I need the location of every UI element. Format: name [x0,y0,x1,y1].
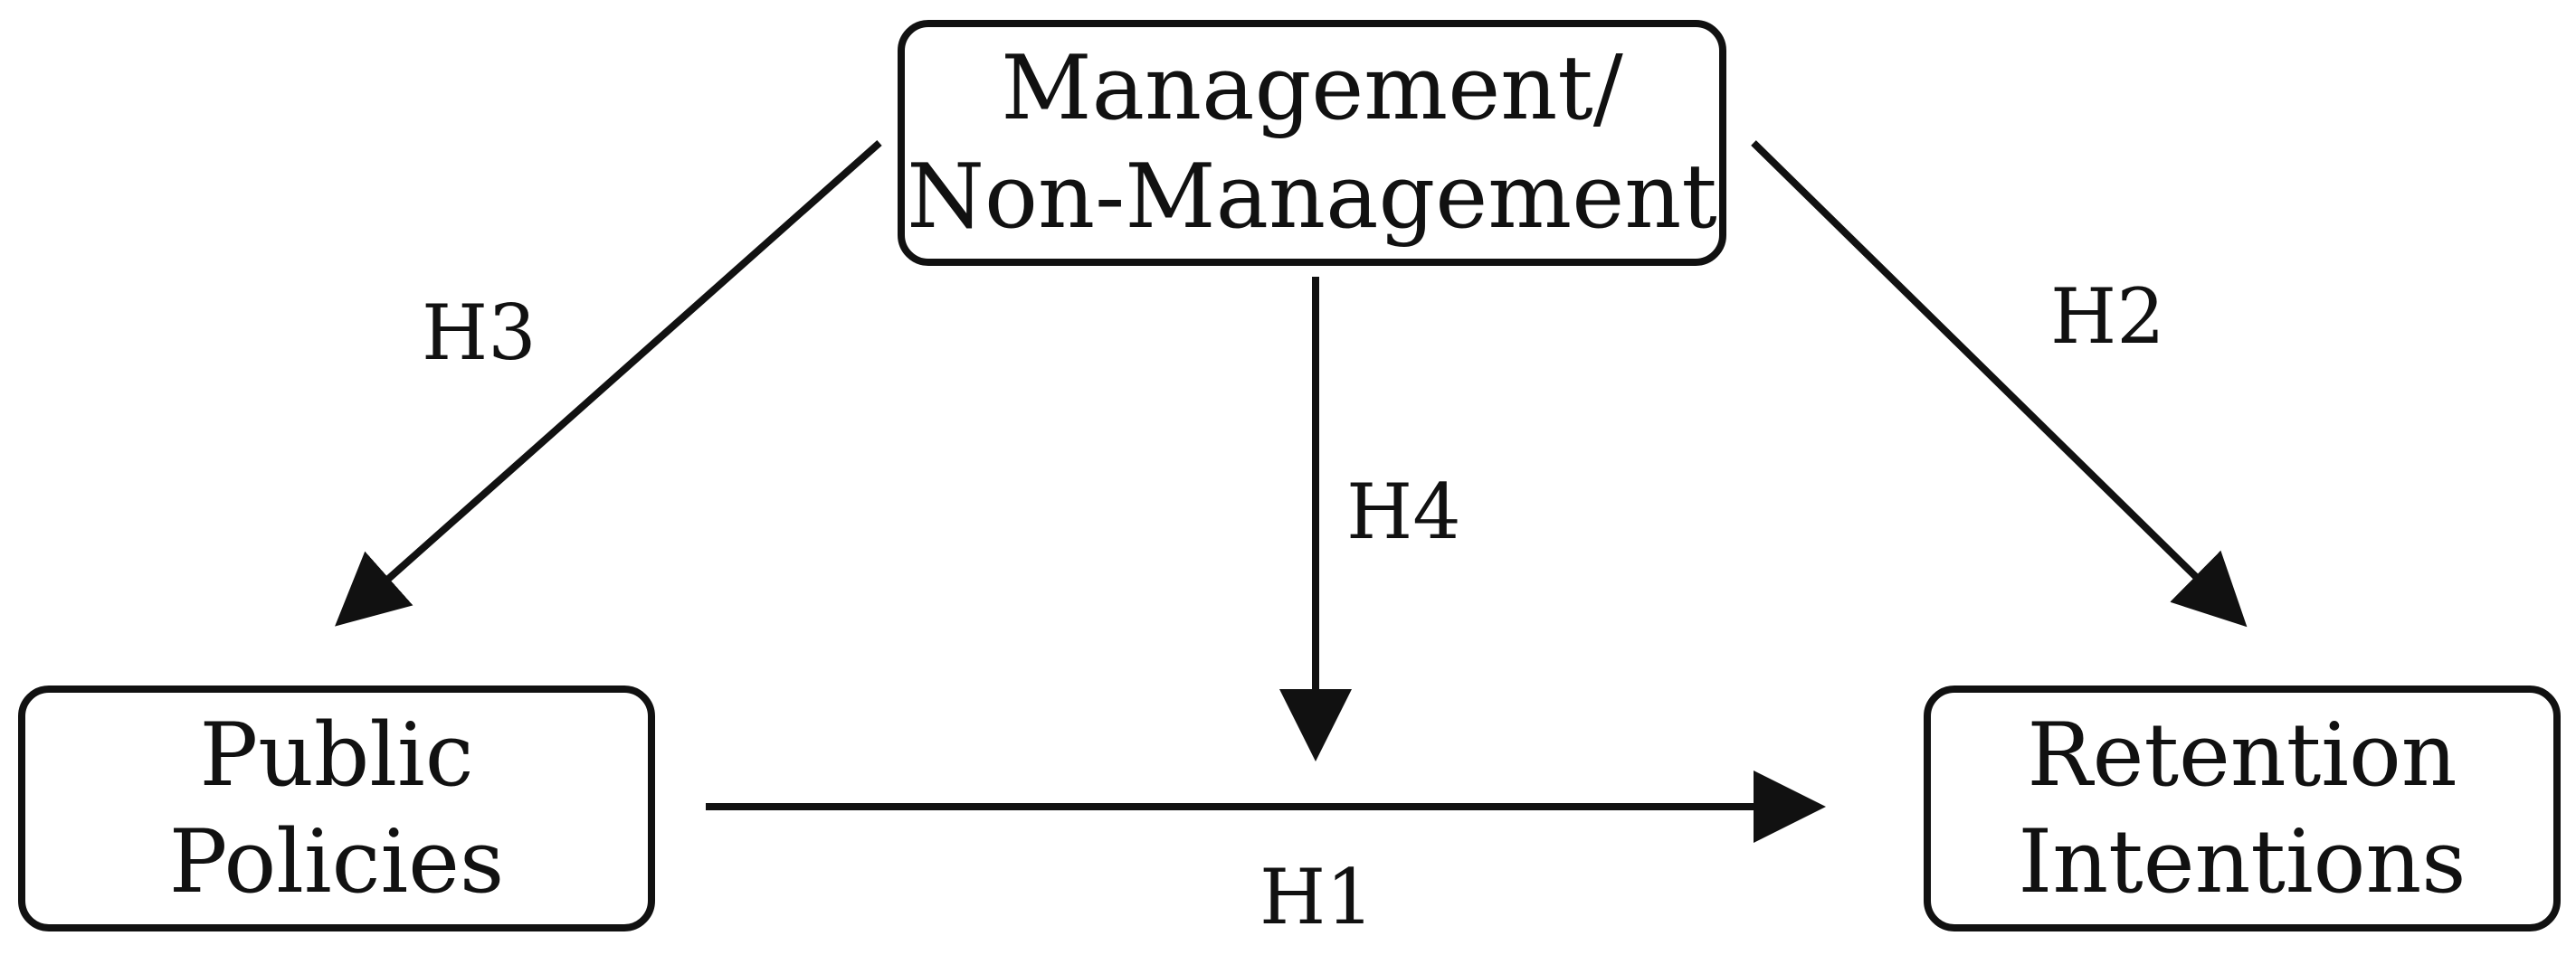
hypothesis-label-h3: H3 [422,288,537,377]
hypothesis-label-h4: H4 [1346,468,1461,556]
arrow-h3 [335,140,882,627]
node-public-policies: Public Policies [18,686,655,931]
node-public-policies-line2: Policies [168,811,505,912]
node-retention-line2: Intentions [2018,811,2467,912]
hypothesis-label-h1: H1 [1259,853,1374,941]
node-management-line1: Management/ [1001,37,1623,140]
node-management-line2: Non-Management [907,146,1717,249]
node-public-policies-line1: Public [199,704,474,806]
arrow-h2 [1751,140,2248,628]
node-retention-intentions: Retention Intentions [1924,686,2561,931]
node-management: Management/ Non-Management [898,20,1726,266]
node-retention-line1: Retention [2027,704,2457,806]
hypothesis-label-h2: H2 [2050,272,2165,361]
